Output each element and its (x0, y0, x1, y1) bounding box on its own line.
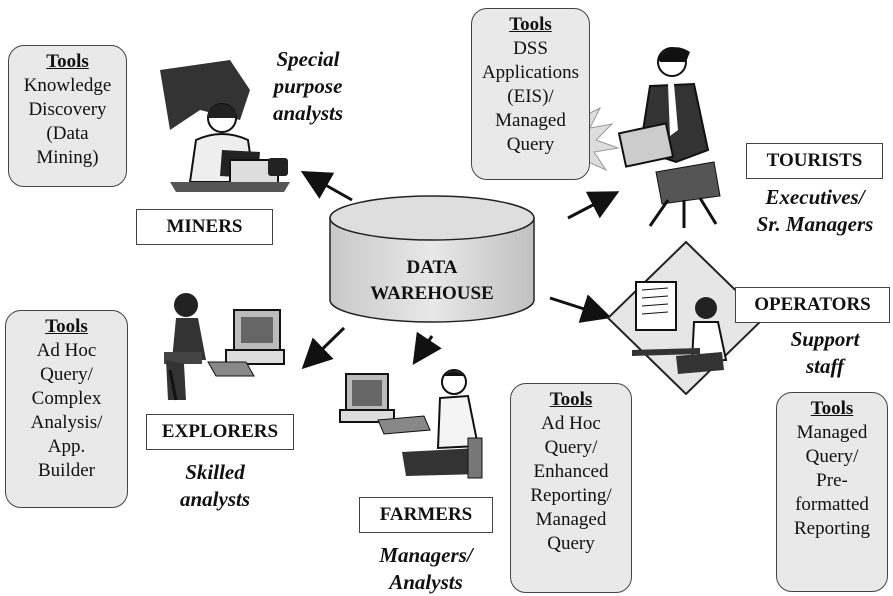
tools-line: Query/ (40, 364, 93, 385)
tools-line: Reporting (794, 518, 870, 539)
tools-line: Pre- (816, 470, 848, 491)
warehouse-title: DATA WAREHOUSE (340, 255, 524, 307)
tools-line: Mining) (36, 147, 99, 168)
tools-line: Builder (38, 460, 95, 481)
tools-header: Tools (45, 316, 88, 337)
explorers-label: EXPLORERS (146, 414, 294, 450)
role-line: Managers/ (379, 543, 473, 567)
role-line: Support (790, 327, 860, 351)
farmer-clipart-icon (339, 369, 483, 479)
tools-line: Managed (796, 422, 868, 443)
tools-line: Enhanced (533, 461, 609, 482)
tools-header: Tools (509, 14, 552, 35)
arrow-to-explorers (301, 326, 346, 370)
arrow-to-operators (549, 294, 612, 323)
tools-line: (Data (46, 123, 89, 144)
tools-line: Managed (535, 509, 607, 530)
tools-line: DSS (513, 38, 548, 59)
role-line: analysts (179, 487, 250, 511)
farmers-label: FARMERS (359, 497, 493, 533)
arrow-to-tourists (567, 191, 620, 220)
explorers-tools-box: Tools Ad Hoc Query/ Complex Analysis/ Ap… (5, 310, 128, 508)
tools-line: (EIS)/ (507, 86, 554, 107)
role-line: purpose (273, 74, 343, 98)
arrow-to-miners (300, 171, 353, 202)
arrow-to-farmers (412, 331, 442, 365)
miners-role: Special purpose analysts (248, 46, 368, 127)
farmers-tools-box: Tools Ad Hoc Query/ Enhanced Reporting/ … (510, 383, 632, 593)
role-line: Sr. Managers (756, 212, 874, 236)
explorer-clipart-icon (164, 293, 285, 401)
tools-line: Discovery (28, 99, 107, 120)
tools-line: App. (47, 436, 86, 457)
tools-line: Query (547, 533, 595, 554)
tools-header: Tools (549, 389, 593, 410)
tourists-label: TOURISTS (746, 143, 883, 179)
warehouse-cylinder (329, 195, 535, 323)
role-line: Analysts (389, 570, 463, 594)
tools-header: Tools (46, 51, 89, 72)
role-line: Executives/ (765, 185, 865, 209)
miner-clipart-icon (160, 60, 290, 192)
tools-line: Query/ (544, 437, 598, 458)
tools-line: Knowledge (23, 75, 112, 96)
tools-line: Reporting/ (530, 485, 612, 506)
role-line: staff (805, 354, 845, 378)
tools-line: Analysis/ (30, 412, 103, 433)
tourists-tools-box: Tools DSS Applications (EIS)/ Managed Qu… (471, 8, 590, 180)
tools-line: Query (506, 134, 555, 155)
warehouse-title-line1: DATA (406, 257, 458, 278)
miners-label: MINERS (136, 209, 273, 245)
tools-line: Query/ (805, 446, 859, 467)
role-line: Special (276, 47, 340, 71)
tools-line: Applications (481, 62, 580, 83)
miners-tools-box: Tools Knowledge Discovery (Data Mining) (8, 45, 127, 187)
operators-label: OPERATORS (735, 287, 890, 323)
tools-line: Ad Hoc (541, 413, 601, 434)
tools-line: Ad Hoc (36, 340, 97, 361)
warehouse-title-line2: WAREHOUSE (370, 283, 494, 304)
farmers-role: Managers/ Analysts (362, 542, 490, 596)
role-line: Skilled (185, 460, 245, 484)
tools-line: formatted (795, 494, 869, 515)
tools-line: Complex (31, 388, 102, 409)
tools-header: Tools (810, 398, 854, 419)
tools-line: Managed (495, 110, 566, 131)
explorers-role: Skilled analysts (160, 459, 270, 513)
operators-tools-box: Tools Managed Query/ Pre- formatted Repo… (776, 392, 888, 592)
operators-role: Support staff (770, 326, 880, 380)
tourists-role: Executives/ Sr. Managers (740, 184, 890, 238)
role-line: analysts (272, 101, 343, 125)
